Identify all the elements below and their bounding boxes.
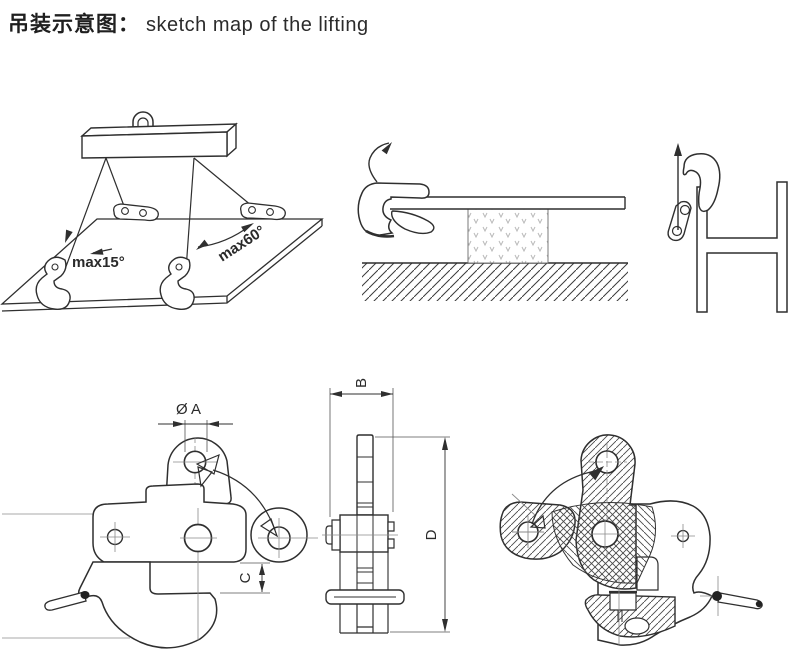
title-english: sketch map of the lifting	[146, 14, 369, 36]
sling-lines	[63, 157, 253, 273]
locking-pin-handle	[44, 591, 87, 611]
dim-a-label: Ø A	[176, 401, 201, 418]
beam-clamp	[667, 152, 721, 242]
locking-pin-handle	[717, 592, 763, 610]
steel-plate	[390, 196, 626, 210]
clamp-front-view-drawing: Ø A C	[2, 401, 318, 649]
ground-hatching	[362, 263, 628, 301]
clamp-side-view-drawing: B D	[322, 378, 450, 634]
title-chinese: 吊装示意图：	[8, 13, 140, 36]
h-beam-clamp-diagram	[667, 143, 788, 313]
dim-d-label: D	[423, 529, 440, 540]
sling-arrangement-diagram: max15° max60°	[0, 111, 324, 312]
support-block	[467, 208, 549, 264]
shackle-edge-view	[356, 434, 374, 516]
horizontal-plate-lift-diagram	[357, 142, 628, 301]
h-beam	[696, 181, 788, 313]
lift-direction-arrow	[368, 142, 390, 183]
max15-label: max15°	[72, 254, 125, 271]
dim-b-label: B	[353, 378, 370, 388]
dim-c-label: C	[237, 572, 254, 583]
clamp-jaw	[584, 594, 676, 638]
spreader-beam	[80, 122, 238, 159]
clamp-swung-view-drawing	[499, 434, 763, 646]
plate-clamp	[357, 182, 435, 238]
page-title: 吊装示意图： sketch map of the lifting	[8, 8, 369, 38]
body-edge-view	[339, 514, 389, 553]
clamp-jaw	[77, 561, 218, 649]
